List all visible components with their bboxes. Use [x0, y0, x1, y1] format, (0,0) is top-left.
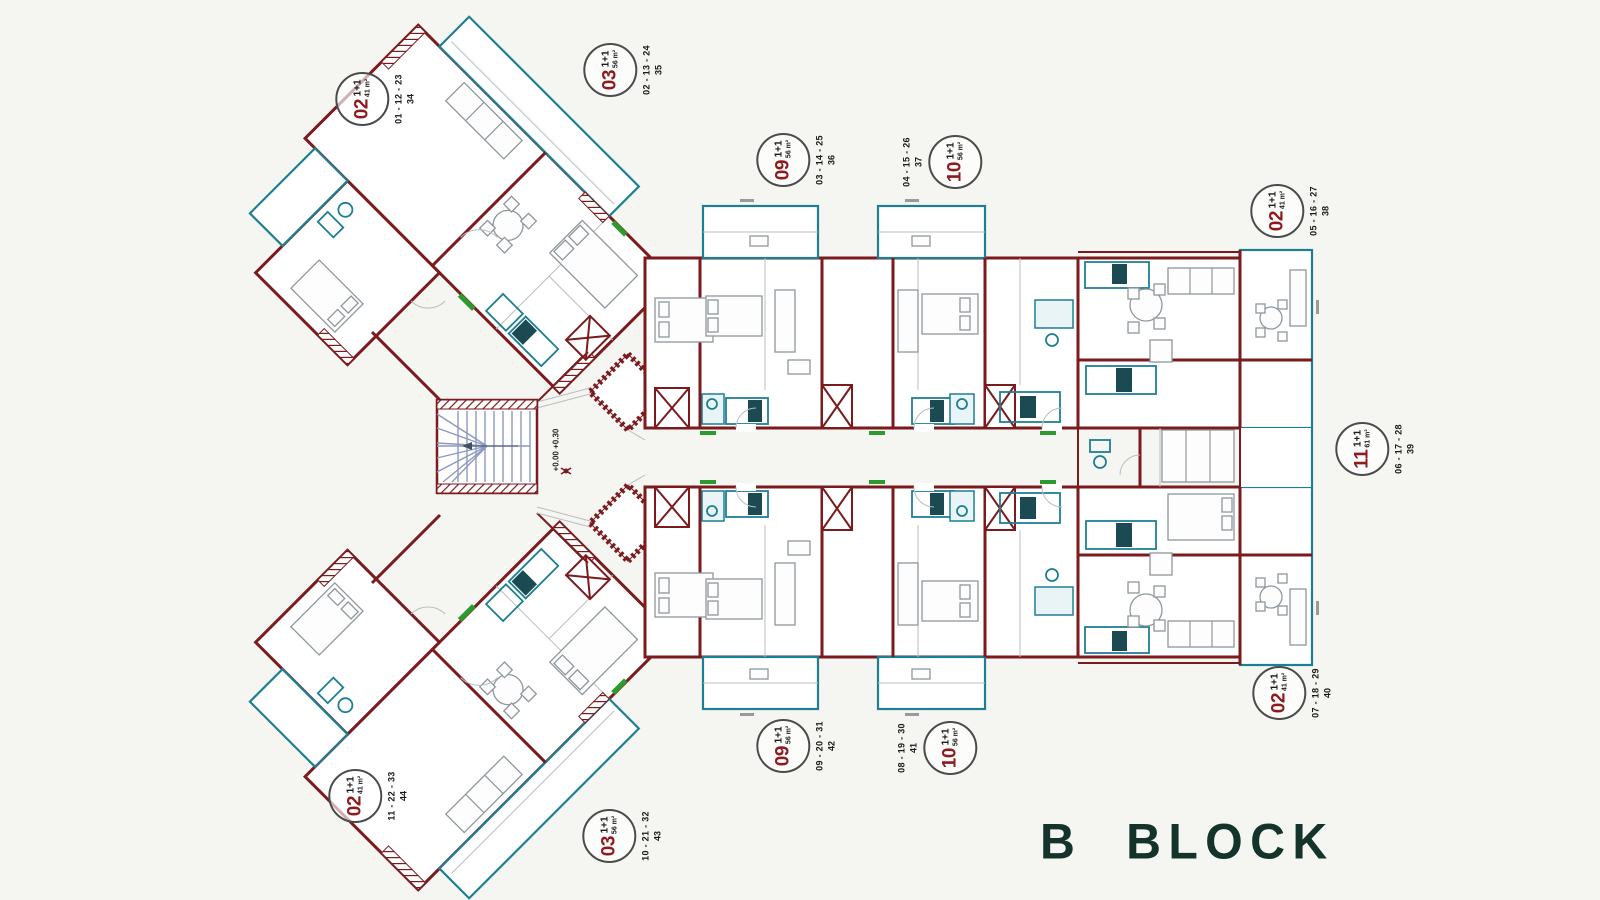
- staircase: [435, 398, 539, 495]
- top-half: [248, 15, 1319, 441]
- level-cross: [560, 467, 572, 475]
- level-marker: +0.00 +0.30: [551, 428, 561, 472]
- unit-11-mid: [1077, 428, 1314, 541]
- top-left-wing: [248, 15, 675, 396]
- block-title: B BLOCK: [1040, 813, 1335, 870]
- unit-row: [643, 199, 1319, 435]
- center-core: [435, 398, 1314, 541]
